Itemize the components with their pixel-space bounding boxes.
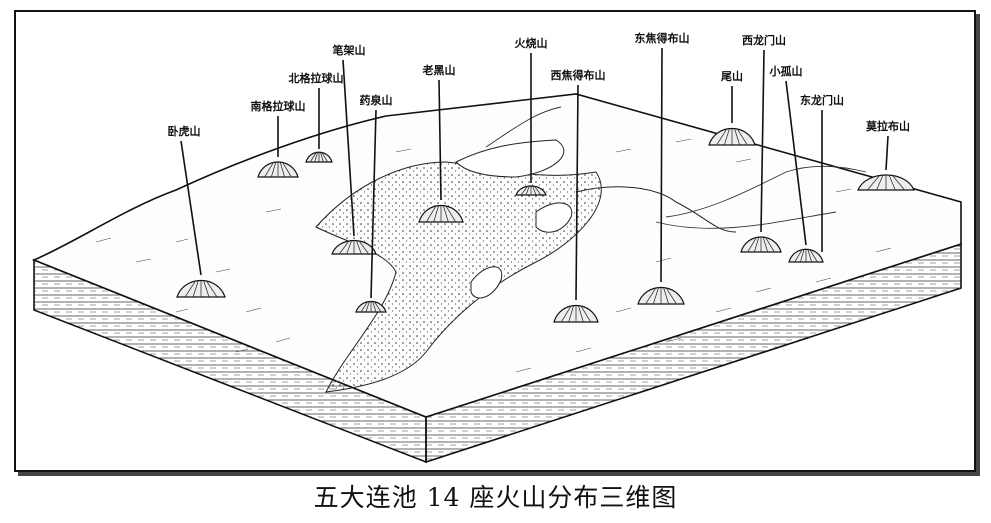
volcano-label-dongjiaodebu: 东焦得布山 <box>635 31 690 45</box>
river <box>485 106 562 148</box>
volcano-cone-beigelaqiu <box>305 151 333 163</box>
leader-line-wohu <box>180 140 202 276</box>
river <box>655 211 837 229</box>
volcano-label-huoshao: 火烧山 <box>515 36 548 50</box>
lake <box>455 139 565 178</box>
volcano-label-yaoquan: 药泉山 <box>360 93 393 107</box>
volcano-label-xilongmen: 西龙门山 <box>742 33 786 47</box>
lake <box>470 266 503 299</box>
river <box>665 165 867 218</box>
diagram-frame: 卧虎山 南格拉球山 北格拉球山 笔架山药泉山 老黑山 火烧山西焦得布山 东焦得布山尾山 西龙门… <box>14 10 976 472</box>
volcano-label-bijia: 笔架山 <box>333 43 366 57</box>
volcano-cone-xijiaodebu <box>553 305 599 323</box>
volcano-cone-wohu <box>176 280 226 298</box>
lake <box>535 202 573 233</box>
volcano-label-donglongmen: 东龙门山 <box>800 93 844 107</box>
volcano-label-wohu: 卧虎山 <box>168 124 201 138</box>
volcano-cone-nangelaqiu <box>257 161 299 178</box>
volcano-cone-laohei <box>418 205 464 223</box>
figure-caption: 五大连池 14 座火山分布三维图 <box>313 483 678 512</box>
leader-line-xiaogu <box>785 80 807 246</box>
volcano-cone-wei <box>708 128 756 146</box>
terrain-hatching <box>95 138 892 373</box>
volcano-label-nangelaqiu: 南格拉球山 <box>251 99 306 113</box>
leader-line-dongjiaodebu <box>660 47 663 283</box>
volcano-cone-molabu <box>857 174 915 191</box>
volcano-cone-yaoquan <box>355 300 387 313</box>
leader-line-xijiaodebu <box>575 84 579 301</box>
volcano-cone-xilongmen <box>740 236 782 253</box>
leader-line-laohei <box>438 79 442 201</box>
volcano-label-molabu: 莫拉布山 <box>865 119 910 133</box>
volcano-cone-xiaogu <box>788 248 824 263</box>
volcano-cone-huoshao <box>515 185 547 196</box>
leader-line-molabu <box>885 135 889 171</box>
volcano-cone-bijia <box>331 240 377 255</box>
volcano-label-laohei: 老黑山 <box>422 63 456 77</box>
leader-line-xilongmen <box>760 49 765 233</box>
leader-line-yaoquan <box>370 109 377 299</box>
volcano-label-xiaogu: 小孤山 <box>769 64 803 78</box>
volcano-cones <box>176 128 915 323</box>
volcano-cone-dongjiaodebu <box>637 287 685 305</box>
volcano-label-beigelaqiu: 北格拉球山 <box>289 71 344 85</box>
volcano-label-xijiaodebu: 西焦得布山 <box>551 68 606 82</box>
volcano-label-wei: 尾山 <box>720 69 743 83</box>
river <box>575 186 737 233</box>
leader-line-bijia <box>342 59 355 237</box>
